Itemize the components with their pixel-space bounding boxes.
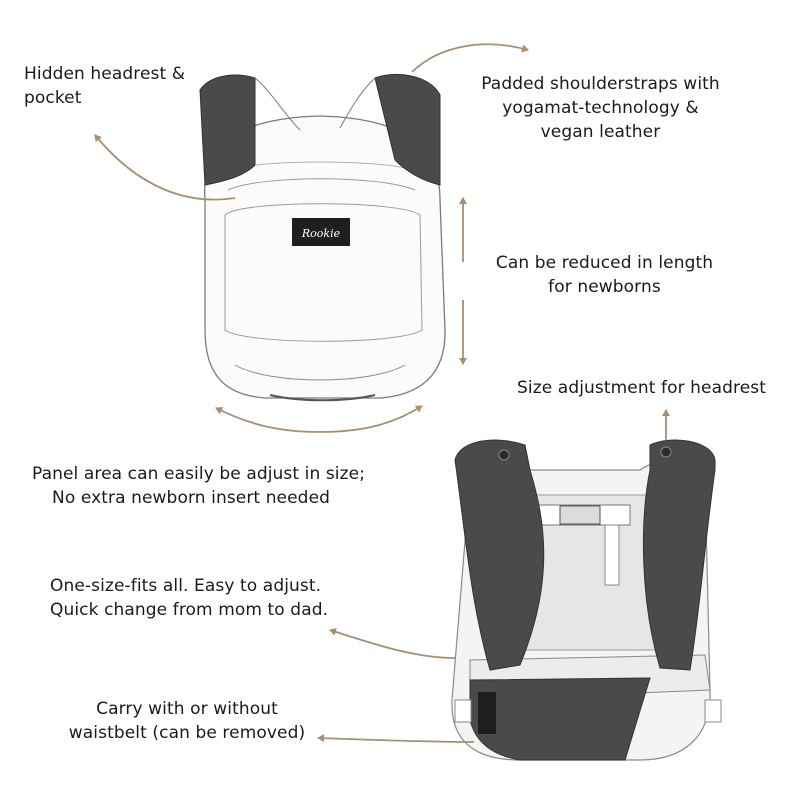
arrow-one-size: [329, 628, 456, 659]
label-size-adjustment-line-1: Size adjustment for headrest: [517, 378, 767, 398]
carrier-back-view: [451, 439, 722, 761]
label-length-line-2: for newborns: [548, 277, 661, 297]
label-length: Can be reduced in length for newborns: [482, 251, 727, 299]
label-panel-line-2: No extra newborn insert needed: [52, 488, 331, 508]
label-headrest-line-2: pocket: [24, 88, 82, 108]
label-waistbelt-line-1: Carry with or without: [96, 699, 278, 719]
label-size-adjustment: Size adjustment for headrest: [517, 376, 766, 400]
annotation-arrows: [94, 43, 670, 743]
arrow-panel-right: [319, 405, 423, 433]
label-waistbelt-line-2: waistbelt (can be removed): [68, 723, 306, 743]
label-panel-line-1: Panel area can easily be adjust in size;: [32, 464, 366, 484]
arrow-headrest: [94, 134, 236, 201]
label-one-size-line-1: One-size-fits all. Easy to adjust.: [50, 576, 322, 596]
arrow-panel-left: [215, 407, 321, 433]
label-waistbelt: Carry with or without waistbelt (can be …: [62, 697, 312, 745]
label-length-line-1: Can be reduced in length: [495, 253, 714, 273]
label-shoulderstraps-line-2: yogamat-technology &: [502, 98, 699, 118]
label-one-size: One-size-fits all. Easy to adjust. Quick…: [50, 574, 328, 622]
arrow-shoulderstraps: [411, 43, 529, 73]
label-one-size-line-2: Quick change from mom to dad.: [50, 600, 329, 620]
arrow-waistbelt: [317, 734, 475, 743]
label-shoulderstraps: Padded shoulderstraps with yogamat-techn…: [468, 72, 733, 144]
brand-label-patch: [292, 218, 350, 246]
brand-logo: Rookie: [301, 227, 341, 240]
label-shoulderstraps-line-1: Padded shoulderstraps with: [481, 74, 720, 94]
carrier-front-view: Rookie: [199, 73, 446, 402]
label-shoulderstraps-line-3: vegan leather: [540, 122, 661, 142]
label-headrest-line-1: Hidden headrest &: [24, 64, 186, 84]
label-headrest: Hidden headrest & pocket: [24, 62, 185, 110]
label-panel: Panel area can easily be adjust in size;…: [32, 462, 365, 510]
